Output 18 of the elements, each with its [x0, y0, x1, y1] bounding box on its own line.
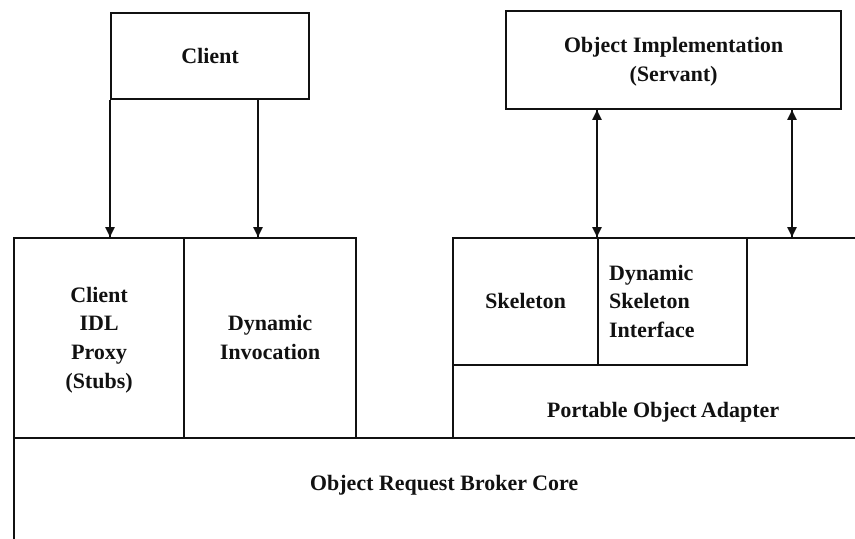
block-label: Object Request Broker Core — [310, 469, 578, 497]
block — [110, 12, 310, 100]
arrow — [787, 110, 797, 237]
block-label: Client — [181, 42, 239, 70]
block — [13, 237, 185, 439]
block — [505, 10, 842, 110]
block-label: Dynamic Skeleton Interface — [608, 258, 696, 344]
block-label: Portable Object Adapter — [546, 396, 780, 424]
arrow — [592, 110, 602, 237]
block-label: Client IDL Proxy (Stubs) — [64, 280, 134, 395]
arrow — [105, 100, 115, 237]
block — [183, 237, 357, 439]
block-label: Dynamic Invocation — [218, 309, 322, 366]
arrow — [253, 100, 263, 237]
block — [597, 237, 748, 366]
block — [452, 237, 855, 439]
block-label: Object Implementation (Servant) — [562, 31, 784, 88]
block-label: Skeleton — [485, 287, 566, 316]
